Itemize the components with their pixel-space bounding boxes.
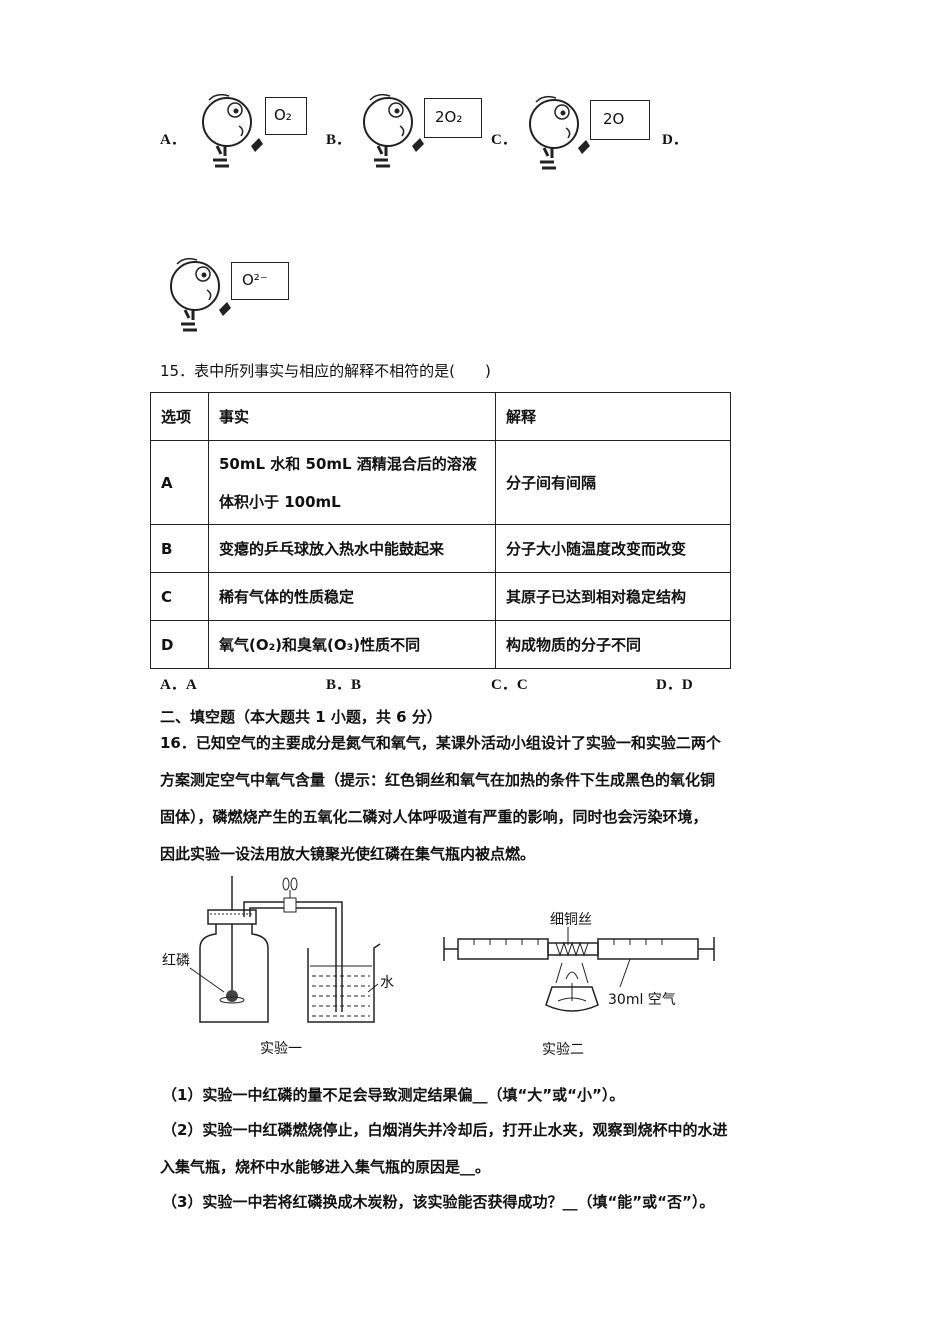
section-title: 二、填空题（本大题共 1 小题，共 6 分）	[160, 708, 442, 726]
header-cell: 事实	[208, 392, 496, 441]
q16-line: 固体），磷燃烧产生的五氧化二磷对人体呼吸道有严重的影响，同时也会污染环境，	[160, 808, 708, 826]
cartoon-character-icon	[170, 257, 231, 332]
cartoon-character-icon	[202, 93, 263, 168]
formula-text: 2O₂	[435, 108, 463, 126]
option-cell: C	[150, 572, 209, 621]
explain-cell: 其原子已达到相对稳定结构	[495, 572, 731, 621]
subquestion-2-cont: 入集气瓶，烧杯中水能够进入集气瓶的原因是__。	[160, 1158, 491, 1176]
table-header-row: 选项 事实 解释	[150, 392, 731, 441]
q16-line: 16．已知空气的主要成分是氮气和氧气，某课外活动小组设计了实验一和实验二两个	[160, 734, 721, 752]
cartoon-character-icon	[529, 95, 590, 170]
option-cell: D	[150, 620, 209, 669]
formula-text: O₂	[274, 106, 292, 124]
subquestion-2: （2）实验一中红磷燃烧停止，白烟消失并冷却后，打开止水夹，观察到烧杯中的水进	[162, 1121, 728, 1139]
apparatus-diagram-icon	[443, 927, 715, 1012]
formula-box: O₂	[265, 97, 307, 135]
option-b-figure: 2O₂	[356, 88, 486, 180]
label-copper-wire: 细铜丝	[550, 912, 592, 928]
figure-caption: 实验二	[542, 1042, 584, 1058]
cartoon-character-icon	[363, 93, 424, 168]
fact-cell: 稀有气体的性质稳定	[208, 572, 496, 621]
option-d-figure: O²⁻	[163, 252, 293, 340]
option-a-figure: O₂	[195, 88, 315, 180]
option-cell: A	[150, 440, 209, 525]
subquestion-3: （3）实验一中若将红磷换成木炭粉，该实验能否获得成功？__（填“能”或“否”）。	[162, 1193, 715, 1211]
formula-text: O²⁻	[242, 271, 268, 289]
header-cell: 选项	[150, 392, 209, 441]
option-c-label: C．	[491, 132, 517, 148]
fact-line: 50mL 水和 50mL 酒精混合后的溶液	[219, 454, 477, 473]
formula-box: 2O	[590, 100, 650, 140]
formula-box: 2O₂	[424, 98, 482, 138]
option-a-label: A．	[160, 132, 186, 148]
option-c-figure: 2O	[522, 92, 652, 180]
table-row: B 变瘪的乒乓球放入热水中能鼓起来 分子大小随温度改变而改变	[150, 524, 731, 573]
fact-cell: 50mL 水和 50mL 酒精混合后的溶液 体积小于 100mL	[208, 440, 496, 525]
figure-caption: 实验一	[260, 1041, 302, 1057]
label-phosphorus: 红磷	[162, 953, 190, 969]
fact-cell: 变瘪的乒乓球放入热水中能鼓起来	[208, 524, 496, 573]
explain-cell: 分子大小随温度改变而改变	[495, 524, 731, 573]
answer-option[interactable]: C．C	[491, 677, 528, 693]
subquestion-1: （1）实验一中红磷的量不足会导致测定结果偏__（填“大”或“小”）。	[162, 1086, 625, 1104]
q16-line: 因此实验一设法用放大镜聚光使红磷在集气瓶内被点燃。	[160, 845, 536, 863]
answer-option[interactable]: A．A	[160, 677, 197, 693]
table-row: D 氧气(O₂)和臭氧(O₃)性质不同 构成物质的分子不同	[150, 620, 731, 669]
option-cell: B	[150, 524, 209, 573]
explain-cell: 构成物质的分子不同	[495, 620, 731, 669]
table-row: C 稀有气体的性质稳定 其原子已达到相对稳定结构	[150, 572, 731, 621]
apparatus-diagram-icon	[189, 876, 381, 1023]
formula-box: O²⁻	[231, 262, 289, 300]
q16-line: 方案测定空气中氧气含量（提示：红色铜丝和氧气在加热的条件下生成黑色的氧化铜	[160, 771, 716, 789]
fact-line: 体积小于 100mL	[219, 492, 341, 511]
experiment-one-figure: 红磷 水 实验一	[160, 872, 400, 1062]
formula-text: 2O	[603, 110, 625, 128]
header-cell: 解释	[495, 392, 731, 441]
label-air: 30ml 空气	[608, 992, 676, 1008]
answer-option[interactable]: B．B	[326, 677, 362, 693]
experiment-two-figure: 细铜丝 30ml 空气 实验二	[440, 905, 730, 1063]
option-b-label: B．	[326, 132, 352, 148]
answer-option[interactable]: D．D	[656, 677, 693, 693]
q15-table: 选项 事实 解释 A 50mL 水和 50mL 酒精混合后的溶液 体积小于 10…	[150, 392, 731, 669]
option-d-label: D．	[662, 132, 688, 148]
explain-cell: 分子间有间隔	[495, 440, 731, 525]
label-water: 水	[380, 975, 394, 991]
fact-cell: 氧气(O₂)和臭氧(O₃)性质不同	[208, 620, 496, 669]
table-row: A 50mL 水和 50mL 酒精混合后的溶液 体积小于 100mL 分子间有间…	[150, 440, 731, 525]
q15-stem: 15．表中所列事实与相应的解释不相符的是( )	[160, 362, 491, 380]
